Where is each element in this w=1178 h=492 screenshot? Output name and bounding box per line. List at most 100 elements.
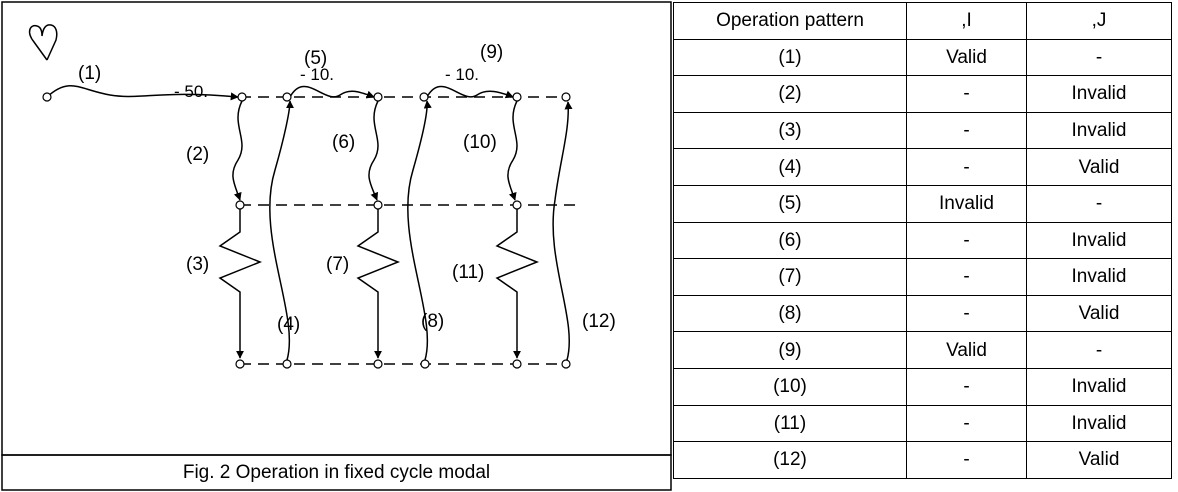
cell-pattern: (12) [673, 441, 907, 479]
operation-table: Operation pattern ,I ,J (1)Valid- (2)-In… [673, 2, 1172, 479]
label-6: (6) [332, 132, 355, 153]
figure-box [1, 1, 672, 456]
path-3-zigzag [218, 209, 263, 359]
cell-i: - [906, 367, 1027, 406]
path-4-arrow [269, 100, 294, 361]
path-12-arrow [552, 101, 573, 361]
point-b4 [420, 359, 430, 369]
point-b1 [235, 359, 245, 369]
table-row: (10)-Invalid [673, 367, 1172, 406]
label-4: (4) [277, 314, 300, 335]
table-row: (3)-Invalid [673, 111, 1172, 150]
cell-i: Valid [906, 331, 1027, 369]
cell-j: Invalid [1026, 258, 1172, 296]
point-a6 [561, 92, 571, 102]
label-11: (11) [452, 262, 484, 283]
point-r2 [373, 200, 383, 210]
table-row: (8)-Valid [673, 294, 1172, 333]
cell-j: Valid [1026, 148, 1172, 186]
point-a1 [237, 92, 247, 102]
table-row: (2)-Invalid [673, 75, 1172, 113]
cell-i: - [906, 75, 1027, 113]
cell-pattern: (10) [673, 367, 907, 406]
point-a5 [512, 92, 522, 102]
cell-j: - [1026, 331, 1172, 369]
path-11-zigzag [495, 209, 540, 359]
cell-j: Invalid [1026, 75, 1172, 113]
label-8: (8) [421, 311, 444, 332]
point-start [42, 92, 52, 102]
label-9: (9) [480, 42, 503, 63]
cell-pattern: (11) [673, 404, 907, 443]
cell-j: Valid [1026, 294, 1172, 333]
path-9-arrow [426, 85, 514, 99]
cell-i: - [906, 294, 1027, 333]
point-r3 [512, 200, 522, 210]
point-b3 [373, 359, 383, 369]
label-5: (5) [304, 48, 327, 69]
cell-pattern: (1) [673, 38, 907, 77]
cell-j: Invalid [1026, 111, 1172, 150]
header-operation-pattern: Operation pattern [673, 2, 907, 40]
point-a2 [282, 92, 292, 102]
table-row: (11)-Invalid [673, 404, 1172, 443]
header-i: ,I [906, 2, 1027, 40]
label-12: (12) [582, 311, 616, 332]
table-row: (4)-Valid [673, 148, 1172, 186]
cell-j: Invalid [1026, 221, 1172, 260]
header-j: ,J [1026, 2, 1172, 40]
cell-i: - [906, 148, 1027, 186]
label-dim-10b: - 10. [445, 65, 479, 84]
path-2-arrow [232, 100, 243, 201]
path-5-arrow [289, 85, 375, 99]
cell-i: Invalid [906, 184, 1027, 223]
path-6-arrow [368, 100, 379, 201]
cell-j: Invalid [1026, 367, 1172, 406]
label-2: (2) [186, 144, 209, 165]
cell-pattern: (4) [673, 148, 907, 186]
table-row: (6)-Invalid [673, 221, 1172, 260]
point-a3 [373, 92, 383, 102]
point-b5 [512, 359, 522, 369]
point-r1 [235, 200, 245, 210]
cell-i: Valid [906, 38, 1027, 77]
label-10: (10) [463, 132, 497, 153]
path-10-arrow [507, 100, 518, 201]
table-row: (7)-Invalid [673, 258, 1172, 296]
table-row: (5)Invalid- [673, 184, 1172, 223]
label-dim-50: - 50. [174, 82, 208, 101]
cell-pattern: (3) [673, 111, 907, 150]
cell-j: Valid [1026, 441, 1172, 479]
label-3: (3) [186, 254, 209, 275]
figure-caption: Fig. 2 Operation in fixed cycle modal [182, 462, 491, 483]
point-b2 [282, 359, 292, 369]
cell-i: - [906, 404, 1027, 443]
point-a4 [419, 92, 429, 102]
cell-pattern: (5) [673, 184, 907, 223]
label-dim-10a: - 10. [300, 65, 334, 84]
point-b6 [561, 359, 571, 369]
path-7-zigzag [356, 209, 401, 359]
cell-i: - [906, 221, 1027, 260]
tool-icon [28, 24, 58, 61]
table-row: (12)-Valid [673, 441, 1172, 479]
path-8-arrow [407, 100, 432, 361]
cell-pattern: (8) [673, 294, 907, 333]
cell-pattern: (9) [673, 331, 907, 369]
cell-i: - [906, 111, 1027, 150]
label-1: (1) [78, 63, 101, 84]
cell-j: - [1026, 184, 1172, 223]
caption-box [1, 454, 672, 491]
cell-pattern: (6) [673, 221, 907, 260]
cell-pattern: (7) [673, 258, 907, 296]
table-row: (1)Valid- [673, 38, 1172, 77]
label-7: (7) [326, 254, 349, 275]
cell-i: - [906, 258, 1027, 296]
table-row: (9)Valid- [673, 331, 1172, 369]
path-1-rapid-arrow [46, 85, 239, 101]
cell-j: Invalid [1026, 404, 1172, 443]
table-header-row: Operation pattern ,I ,J [673, 2, 1172, 40]
cell-pattern: (2) [673, 75, 907, 113]
cell-j: - [1026, 38, 1172, 77]
